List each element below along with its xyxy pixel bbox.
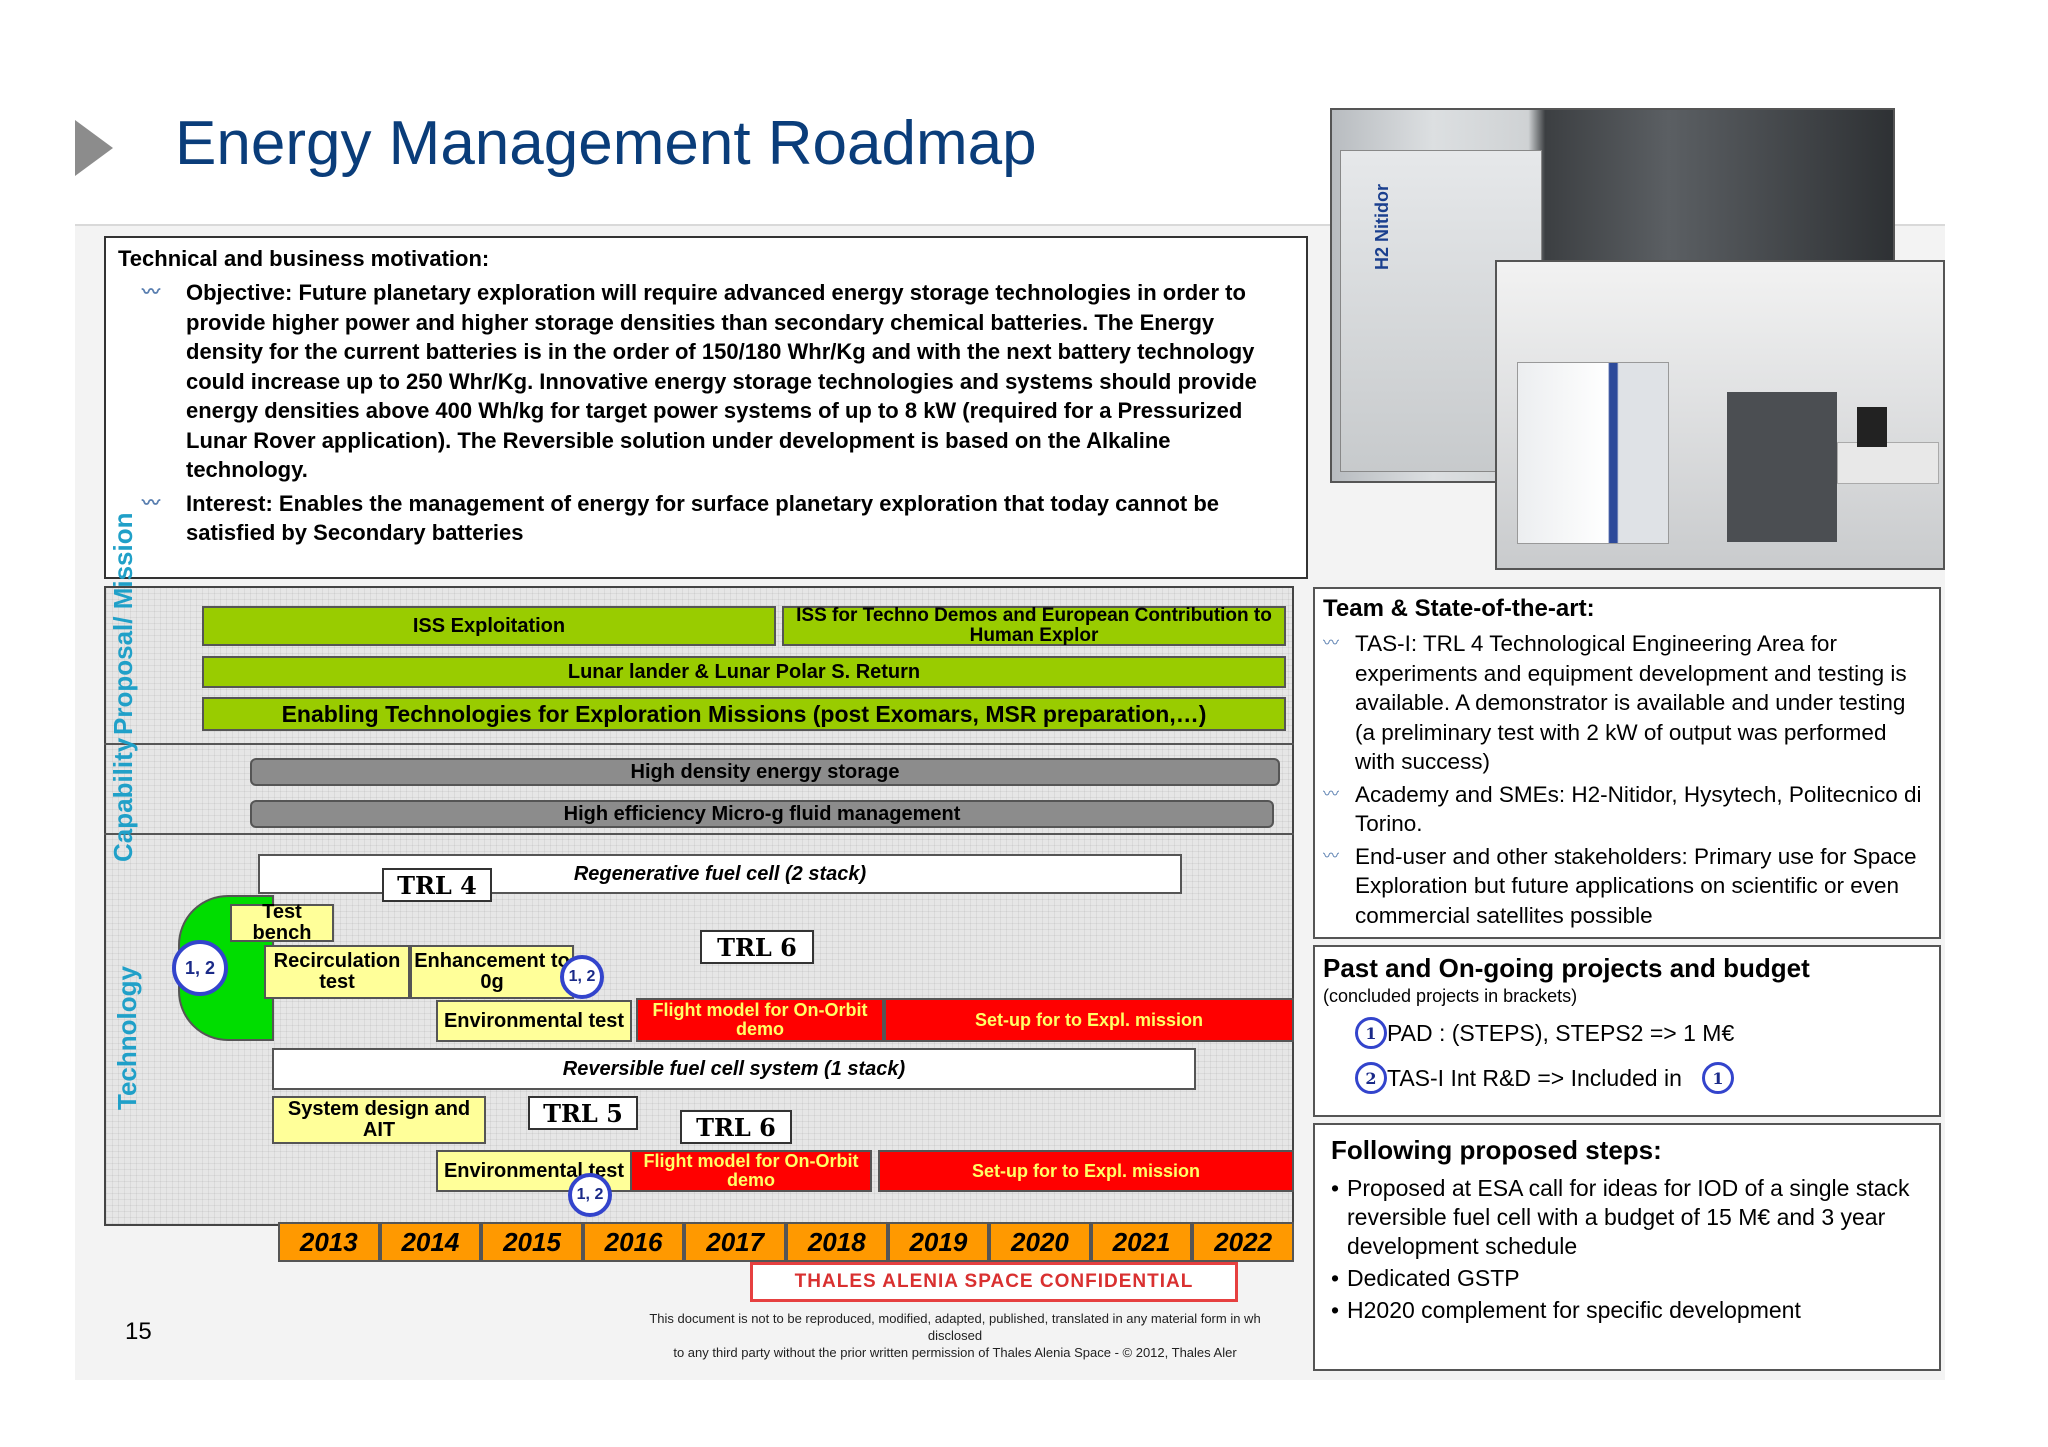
page-title: Energy Management Roadmap xyxy=(175,108,1037,179)
task-recirculation-test: Recirculation test xyxy=(264,945,410,999)
year-cell: 2019 xyxy=(888,1222,990,1262)
team-bullet-text: End-user and other stakeholders: Primary… xyxy=(1355,842,1931,931)
roadmap-divider-capability xyxy=(104,833,1294,835)
past-project-row: 2 TAS-I Int R&D => Included in 1 xyxy=(1355,1062,1734,1094)
project-ref-badge: 1 xyxy=(1702,1062,1734,1094)
team-box: Team & State-of-the-art: 〰 TAS-I: TRL 4 … xyxy=(1313,587,1941,939)
trl-6-label-regen: TRL 6 xyxy=(700,930,814,964)
next-step-text: Dedicated GSTP xyxy=(1347,1264,1520,1293)
team-bullet: 〰 End-user and other stakeholders: Prima… xyxy=(1323,842,1931,931)
dot-bullet-icon: • xyxy=(1331,1174,1347,1261)
task-environmental-test-regen: Environmental test xyxy=(436,1000,632,1042)
confidential-stamp: THALES ALENIA SPACE CONFIDENTIAL xyxy=(750,1262,1238,1302)
task-enhancement-0g: Enhancement to 0g xyxy=(410,945,574,999)
year-cell: 2014 xyxy=(380,1222,482,1262)
wave-bullet-icon: 〰 xyxy=(116,278,186,485)
past-projects-box: Past and On-going projects and budget (c… xyxy=(1313,945,1941,1117)
year-cell: 2013 xyxy=(278,1222,380,1262)
next-step-text: H2020 complement for specific developmen… xyxy=(1347,1296,1801,1325)
task-system-design-ait: System design and AIT xyxy=(272,1096,486,1144)
test-machine xyxy=(1517,362,1669,544)
dot-bullet-icon: • xyxy=(1331,1296,1347,1325)
year-axis: 2013 2014 2015 2016 2017 2018 2019 2020 … xyxy=(278,1222,1294,1262)
wave-bullet-icon: 〰 xyxy=(1323,780,1355,839)
task-setup-expl-regen: Set-up for to Expl. mission xyxy=(884,998,1294,1042)
next-step-bullet: • H2020 complement for specific developm… xyxy=(1331,1296,1923,1325)
team-bullet: 〰 TAS-I: TRL 4 Technological Engineering… xyxy=(1323,629,1931,777)
motivation-objective: Objective: Future planetary exploration … xyxy=(186,278,1296,485)
past-project-row: 1 PAD : (STEPS), STEPS2 => 1 M€ xyxy=(1355,1017,1734,1049)
team-bullet-text: TAS-I: TRL 4 Technological Engineering A… xyxy=(1355,629,1931,777)
lab-photo-room xyxy=(1495,260,1945,570)
trl-6-label-reversible: TRL 6 xyxy=(680,1110,792,1144)
year-cell: 2021 xyxy=(1091,1222,1193,1262)
team-bullet-text: Academy and SMEs: H2-Nitidor, Hysytech, … xyxy=(1355,780,1931,839)
desk xyxy=(1837,442,1939,484)
past-project-text: TAS-I Int R&D => Included in xyxy=(1387,1065,1682,1092)
bar-micro-g-fluid: High efficiency Micro-g fluid management xyxy=(250,800,1274,828)
project-circle-enhancement: 1, 2 xyxy=(560,955,604,999)
page-number: 15 xyxy=(125,1318,152,1346)
year-cell: 2022 xyxy=(1192,1222,1294,1262)
row-label-proposal: Proposal/ Mission xyxy=(108,513,139,736)
project-number-badge: 2 xyxy=(1355,1062,1387,1094)
task-flight-model-regen: Flight model for On-Orbit demo xyxy=(636,998,884,1042)
past-project-text: PAD : (STEPS), STEPS2 => 1 M€ xyxy=(1387,1020,1734,1047)
header-reversible-fuel-cell: Reversible fuel cell system (1 stack) xyxy=(272,1048,1196,1090)
next-step-text: Proposed at ESA call for ideas for IOD o… xyxy=(1347,1174,1923,1261)
year-cell: 2016 xyxy=(583,1222,685,1262)
bar-high-density-storage: High density energy storage xyxy=(250,758,1280,786)
legal-notice: This document is not to be reproduced, m… xyxy=(600,1310,1310,1361)
project-circle-reversible: 1, 2 xyxy=(568,1173,612,1217)
year-cell: 2018 xyxy=(786,1222,888,1262)
motivation-bullet: 〰 Objective: Future planetary exploratio… xyxy=(116,278,1296,485)
next-steps-heading: Following proposed steps: xyxy=(1331,1135,1923,1166)
bar-iss-techno-demos: ISS for Techno Demos and European Contri… xyxy=(782,606,1286,646)
legal-line: disclosed xyxy=(600,1327,1310,1344)
motivation-heading: Technical and business motivation: xyxy=(118,246,1296,272)
project-circle-regen: 1, 2 xyxy=(172,940,228,996)
wave-bullet-icon: 〰 xyxy=(1323,629,1355,777)
legal-line: This document is not to be reproduced, m… xyxy=(600,1310,1310,1327)
dot-bullet-icon: • xyxy=(1331,1264,1347,1293)
row-label-capability: Capability xyxy=(108,738,139,862)
next-step-bullet: • Proposed at ESA call for ideas for IOD… xyxy=(1331,1174,1923,1261)
monitor xyxy=(1857,407,1887,447)
motivation-box: Technical and business motivation: 〰 Obj… xyxy=(104,236,1308,579)
next-steps-box: Following proposed steps: • Proposed at … xyxy=(1313,1123,1941,1371)
bar-lunar-lander: Lunar lander & Lunar Polar S. Return xyxy=(202,656,1286,688)
task-flight-model-reversible: Flight model for On-Orbit demo xyxy=(630,1150,872,1192)
next-step-bullet: • Dedicated GSTP xyxy=(1331,1264,1923,1293)
trl-4-label: TRL 4 xyxy=(382,868,492,902)
past-heading: Past and On-going projects and budget xyxy=(1323,953,1931,984)
task-test-bench: Test bench xyxy=(230,904,334,942)
task-setup-expl-reversible: Set-up for to Expl. mission xyxy=(878,1150,1294,1192)
roadmap-divider-mission xyxy=(104,743,1294,745)
trl-5-label: TRL 5 xyxy=(528,1096,638,1130)
cabinet-brand-label: H2 Nitidor xyxy=(1372,184,1393,270)
equipment-rack xyxy=(1727,392,1837,542)
motivation-bullet: 〰 Interest: Enables the management of en… xyxy=(116,489,1296,548)
bar-iss-exploitation: ISS Exploitation xyxy=(202,606,776,646)
title-arrow-icon xyxy=(75,120,113,176)
team-bullet: 〰 Academy and SMEs: H2-Nitidor, Hysytech… xyxy=(1323,780,1931,839)
team-heading: Team & State-of-the-art: xyxy=(1323,595,1931,623)
motivation-interest: Interest: Enables the management of ener… xyxy=(186,489,1296,548)
legal-line: to any third party without the prior wri… xyxy=(600,1344,1310,1361)
past-subheading: (concluded projects in brackets) xyxy=(1323,986,1931,1007)
row-label-technology: Technology xyxy=(112,966,143,1110)
wave-bullet-icon: 〰 xyxy=(1323,842,1355,931)
year-cell: 2015 xyxy=(481,1222,583,1262)
year-cell: 2017 xyxy=(684,1222,786,1262)
project-number-badge: 1 xyxy=(1355,1017,1387,1049)
year-cell: 2020 xyxy=(989,1222,1091,1262)
bar-enabling-technologies: Enabling Technologies for Exploration Mi… xyxy=(202,697,1286,731)
